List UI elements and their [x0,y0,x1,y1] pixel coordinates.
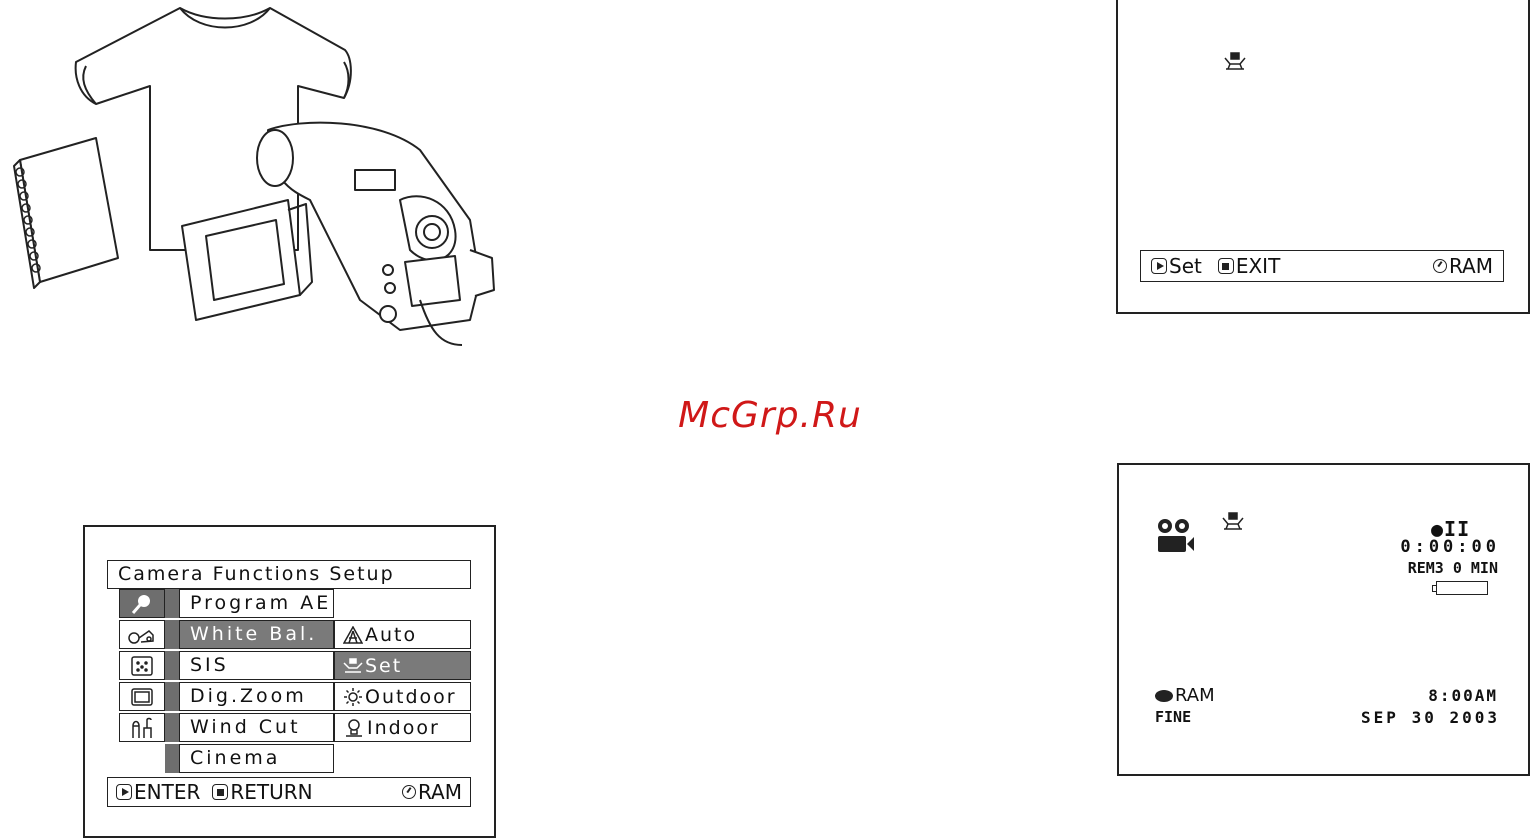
option-label: Set [365,653,402,679]
menu-item-white-balance[interactable]: White Bal. [179,620,334,649]
initial-setup-icon[interactable] [119,713,165,742]
disc-ram-icon [402,785,416,799]
disc-ram-icon [1433,259,1447,273]
sun-icon [343,687,363,707]
menu-item-dig-zoom[interactable]: Dig.Zoom [179,682,334,711]
play-button-icon [1151,258,1167,274]
white-balance-set-icon [1224,52,1246,70]
quality-mode: FINE [1155,708,1191,726]
menu-separator [165,620,179,649]
media-label: RAM [1449,254,1493,278]
watermark: McGrp.Ru [620,395,920,436]
date: SEP 30 2003 [1361,708,1500,727]
disc-icon [1155,690,1173,702]
set-label: Set [1169,254,1202,278]
clock: 8:00AM [1428,686,1498,705]
remaining-time: REM3 0 MIN [1408,559,1498,577]
menu-title: Camera Functions Setup [107,560,471,589]
stop-button-icon [212,784,228,800]
notebook-icon [14,138,118,288]
disc-navigation-icon[interactable] [119,651,165,680]
accessories-illustration [0,0,520,360]
return-label: RETURN [230,780,312,804]
guide-bar: Set EXIT RAM [1140,250,1504,282]
screen-camera-functions-menu: Camera Functions Setup Program AE White … [83,525,496,838]
option-outdoor[interactable]: Outdoor [334,682,471,711]
screen-recording-standby: ●II 0:00:00 REM3 0 MIN RAM FINE 8:00AM S… [1117,463,1530,776]
set-icon [343,658,363,674]
menu-item-program-ae[interactable]: Program AE [179,589,334,618]
camera-functions-icon[interactable] [119,589,165,618]
option-label: Indoor [367,715,440,741]
menu-separator [165,682,179,711]
disc-label: RAM [1175,685,1215,706]
option-auto[interactable]: Auto [334,620,471,649]
guide-bar: ENTER RETURN RAM [107,777,471,807]
menu-item-sis[interactable]: SIS [179,651,334,680]
menu-separator [165,744,179,773]
time-counter: 0:00:00 [1400,537,1500,557]
exit-label: EXIT [1236,254,1280,278]
option-indoor[interactable]: Indoor [334,713,471,742]
enter-label: ENTER [134,780,200,804]
option-label: Outdoor [365,684,457,710]
battery-icon [1436,581,1488,595]
display-icon[interactable] [119,682,165,711]
menu-item-wind-cut[interactable]: Wind Cut [179,713,334,742]
bulb-icon [343,718,365,738]
menu-separator [165,589,179,618]
auto-icon [343,626,363,644]
screen-white-balance-set: Set EXIT RAM [1116,0,1530,314]
option-set[interactable]: Set [334,651,471,680]
play-button-icon [116,784,132,800]
video-camera-icon [1156,517,1196,555]
menu-separator [165,713,179,742]
menu-separator [165,651,179,680]
white-balance-set-icon [1222,512,1244,530]
menu-item-cinema[interactable]: Cinema [179,744,334,773]
option-label: Auto [365,622,417,648]
media-label: RAM [418,780,462,804]
disc-indicator: RAM [1155,685,1215,706]
record-setup-icon[interactable] [119,620,165,649]
stop-button-icon [1218,258,1234,274]
